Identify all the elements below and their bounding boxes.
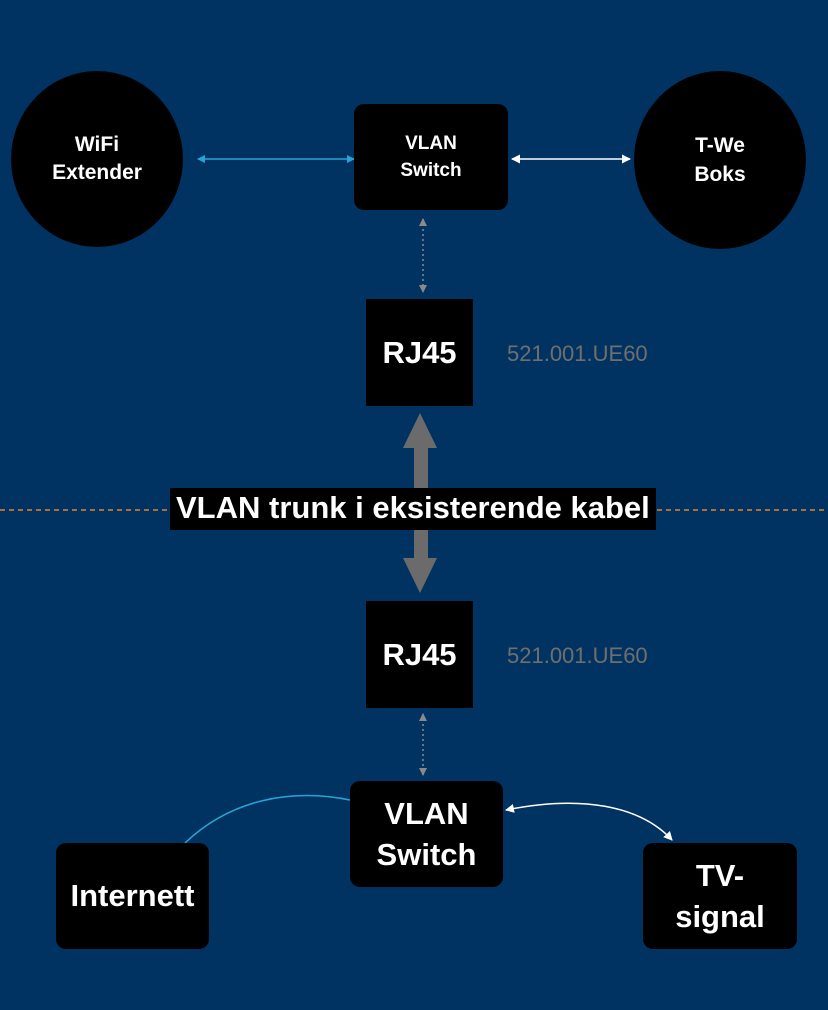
wifi-extender-label: WiFi Extender <box>52 133 142 184</box>
link-internet-to-switch <box>184 794 351 844</box>
trunk-label: VLAN trunk i eksisterende kabel <box>170 488 656 530</box>
vlan-switch-bottom-node: VLAN Switch <box>350 781 503 887</box>
wifi-extender-node: WiFi Extender <box>11 71 183 247</box>
vlan-switch-top-node: VLAN Switch <box>354 104 508 210</box>
tv-box-label: T-We Boks <box>694 134 746 186</box>
rj45-top-node: RJ45 <box>366 299 473 406</box>
port-code-bottom: 521.001.UE60 <box>507 643 648 668</box>
rj45-bottom-node: RJ45 <box>366 601 473 708</box>
internet-node: Internett <box>56 843 209 949</box>
port-code-top: 521.001.UE60 <box>507 341 648 366</box>
vlan-switch-top-label: VLAN Switch <box>400 133 462 181</box>
tv-signal-label: TV- signal <box>675 858 765 934</box>
rj45-top-label: RJ45 <box>382 334 457 370</box>
tv-signal-node: TV- signal <box>643 843 797 949</box>
link-switch-to-tv-signal <box>505 802 673 841</box>
rj45-bottom-label: RJ45 <box>382 636 457 672</box>
tv-box-node: T-We Boks <box>634 71 806 249</box>
internet-label: Internett <box>70 878 195 913</box>
vlan-switch-bottom-label: VLAN Switch <box>376 796 477 872</box>
